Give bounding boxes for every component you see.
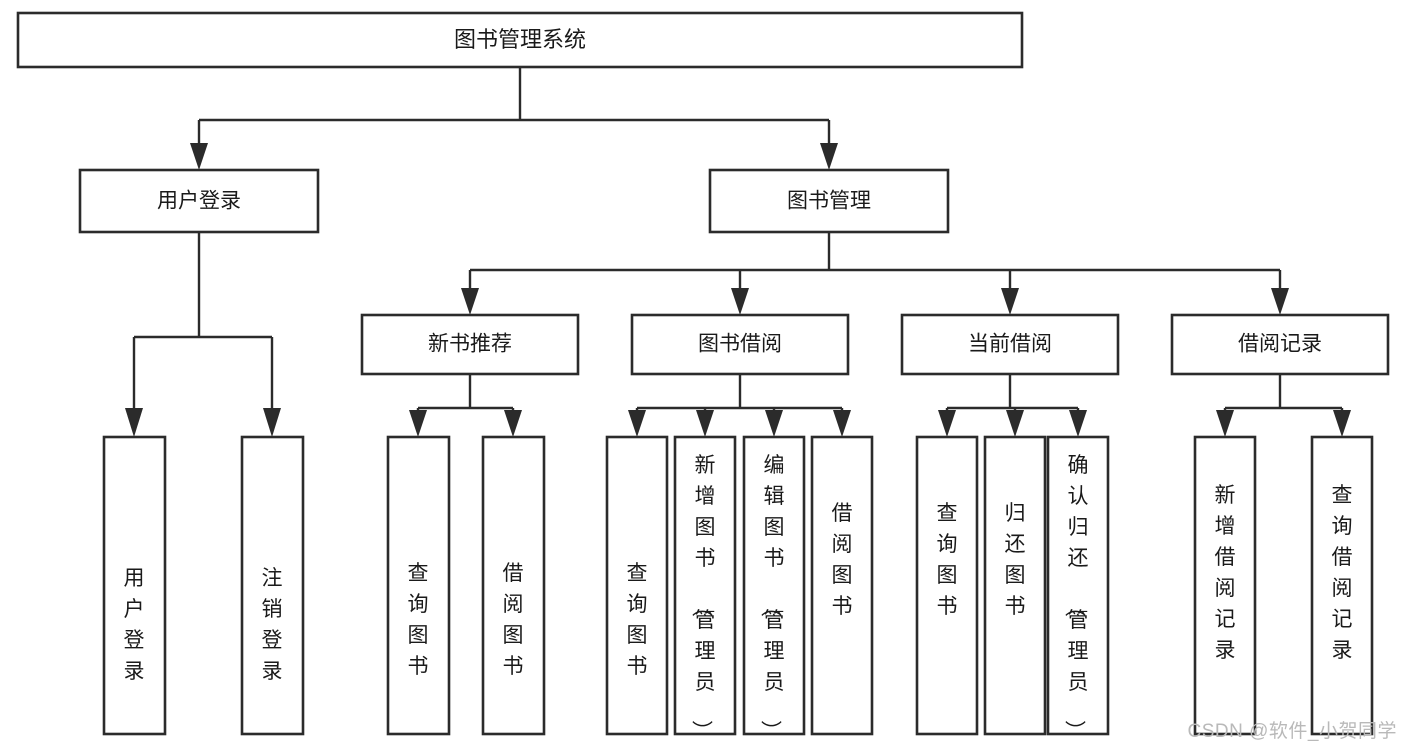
leaf-query-borrow-record[interactable]: 查询借阅记录 bbox=[1310, 435, 1374, 736]
node-borrow-record-box[interactable] bbox=[1170, 313, 1390, 376]
leaf-borrow-book-recommend-box[interactable] bbox=[481, 435, 546, 736]
leaf-query-book-borrow-label: 查询图书 bbox=[627, 562, 648, 678]
node-new-book-recommend[interactable]: 新书推荐 bbox=[360, 313, 580, 376]
leaf-borrow-book-box[interactable] bbox=[810, 435, 874, 736]
leaf-query-book-borrow[interactable]: 查询图书 bbox=[605, 435, 669, 736]
leaf-logout-login[interactable]: 注销登录 bbox=[240, 435, 305, 736]
node-borrow-record[interactable]: 借阅记录 bbox=[1170, 313, 1390, 376]
leaf-user-login[interactable]: 用户登录 bbox=[102, 435, 167, 736]
arrow-head-leaf-borrow-book-recommend bbox=[504, 410, 522, 437]
leaf-query-book-recommend[interactable]: 查询图书 bbox=[386, 435, 451, 736]
leaf-logout-login-box[interactable] bbox=[240, 435, 305, 736]
leaf-add-book-admin-box[interactable] bbox=[673, 435, 737, 736]
node-user-login[interactable]: 用户登录 bbox=[78, 168, 320, 234]
leaf-query-book-current-box[interactable] bbox=[915, 435, 979, 736]
node-borrow-record-label: 借阅记录 bbox=[1238, 333, 1322, 356]
node-book-borrow[interactable]: 图书借阅 bbox=[630, 313, 850, 376]
leaf-borrow-book-label: 借阅图书 bbox=[832, 502, 853, 618]
arrow-head-leaf-query-book-recommend bbox=[409, 410, 427, 437]
arrow-head-current-borrow bbox=[1001, 288, 1019, 315]
node-book-management[interactable]: 图书管理 bbox=[708, 168, 950, 234]
node-user-login-box[interactable] bbox=[78, 168, 320, 234]
leaf-query-book-recommend-label: 查询图书 bbox=[408, 562, 429, 678]
node-book-management-box[interactable] bbox=[708, 168, 950, 234]
arrow-head-borrow-record bbox=[1271, 288, 1289, 315]
arrow-head-leaf-logout-login bbox=[263, 408, 281, 437]
leaf-query-book-recommend-box[interactable] bbox=[386, 435, 451, 736]
leaf-return-book[interactable]: 归还图书 bbox=[983, 435, 1047, 736]
edge-layer bbox=[125, 67, 1351, 437]
leaf-user-login-label: 用户登录 bbox=[124, 567, 145, 683]
leaf-query-borrow-record-label: 查询借阅记录 bbox=[1332, 484, 1353, 662]
node-book-management-label: 图书管理 bbox=[787, 190, 871, 213]
arrow-head-new-book-recommend bbox=[461, 288, 479, 315]
node-current-borrow[interactable]: 当前借阅 bbox=[900, 313, 1120, 376]
node-layer: 图书管理系统 用户登录 图书管理 新书推荐 图书借阅 当前借阅 借阅记录 bbox=[16, 11, 1390, 741]
arrow-head-leaf-query-borrow-record bbox=[1333, 410, 1351, 437]
node-current-borrow-box[interactable] bbox=[900, 313, 1120, 376]
arrow-head-book-management bbox=[820, 143, 838, 170]
leaf-logout-login-label: 注销登录 bbox=[262, 567, 283, 683]
arrow-head-leaf-query-book-current bbox=[938, 410, 956, 437]
arrow-head-leaf-add-borrow-record bbox=[1216, 410, 1234, 437]
node-user-login-label: 用户登录 bbox=[157, 190, 241, 213]
leaf-edit-book-admin[interactable]: 编辑图书（管理员） bbox=[742, 435, 806, 741]
node-book-borrow-box[interactable] bbox=[630, 313, 850, 376]
arrow-head-leaf-add-book-admin bbox=[696, 410, 714, 437]
node-root[interactable]: 图书管理系统 bbox=[16, 11, 1024, 69]
leaf-add-book-admin[interactable]: 新增图书（管理员） bbox=[673, 435, 737, 741]
leaf-query-borrow-record-box[interactable] bbox=[1310, 435, 1374, 736]
leaf-edit-book-admin-box[interactable] bbox=[742, 435, 806, 736]
leaf-confirm-return-admin-label: 确认归还（管理员） bbox=[1063, 454, 1089, 741]
leaf-query-book-borrow-box[interactable] bbox=[605, 435, 669, 736]
arrow-head-leaf-confirm-return-admin bbox=[1069, 410, 1087, 437]
arrow-head-leaf-query-book-borrow bbox=[628, 410, 646, 437]
leaf-confirm-return-admin-box[interactable] bbox=[1046, 435, 1110, 736]
arrow-head-book-borrow bbox=[731, 288, 749, 315]
leaf-query-book-current[interactable]: 查询图书 bbox=[915, 435, 979, 736]
leaf-query-book-current-label: 查询图书 bbox=[937, 502, 958, 618]
leaf-add-borrow-record-label: 新增借阅记录 bbox=[1215, 484, 1236, 662]
node-new-book-recommend-label: 新书推荐 bbox=[428, 333, 512, 356]
leaf-confirm-return-admin[interactable]: 确认归还（管理员） bbox=[1046, 435, 1110, 741]
arrow-head-leaf-borrow-book bbox=[833, 410, 851, 437]
node-new-book-recommend-box[interactable] bbox=[360, 313, 580, 376]
leaf-return-book-label: 归还图书 bbox=[1005, 502, 1026, 618]
node-book-borrow-label: 图书借阅 bbox=[698, 333, 782, 356]
node-root-label: 图书管理系统 bbox=[454, 27, 586, 52]
leaf-borrow-book-recommend[interactable]: 借阅图书 bbox=[481, 435, 546, 736]
arrow-head-user-login bbox=[190, 143, 208, 170]
leaf-edit-book-admin-label: 编辑图书（管理员） bbox=[759, 454, 785, 741]
leaf-add-borrow-record-box[interactable] bbox=[1193, 435, 1257, 736]
arrow-head-leaf-user-login bbox=[125, 408, 143, 437]
leaf-return-book-box[interactable] bbox=[983, 435, 1047, 736]
arrow-head-leaf-return-book bbox=[1006, 410, 1024, 437]
arrow-head-leaf-edit-book-admin bbox=[765, 410, 783, 437]
leaf-borrow-book-recommend-label: 借阅图书 bbox=[503, 562, 524, 678]
leaf-add-book-admin-label: 新增图书（管理员） bbox=[690, 454, 716, 741]
node-root-box[interactable] bbox=[16, 11, 1024, 69]
leaf-borrow-book[interactable]: 借阅图书 bbox=[810, 435, 874, 736]
leaf-user-login-box[interactable] bbox=[102, 435, 167, 736]
node-current-borrow-label: 当前借阅 bbox=[968, 333, 1052, 356]
leaf-add-borrow-record[interactable]: 新增借阅记录 bbox=[1193, 435, 1257, 736]
